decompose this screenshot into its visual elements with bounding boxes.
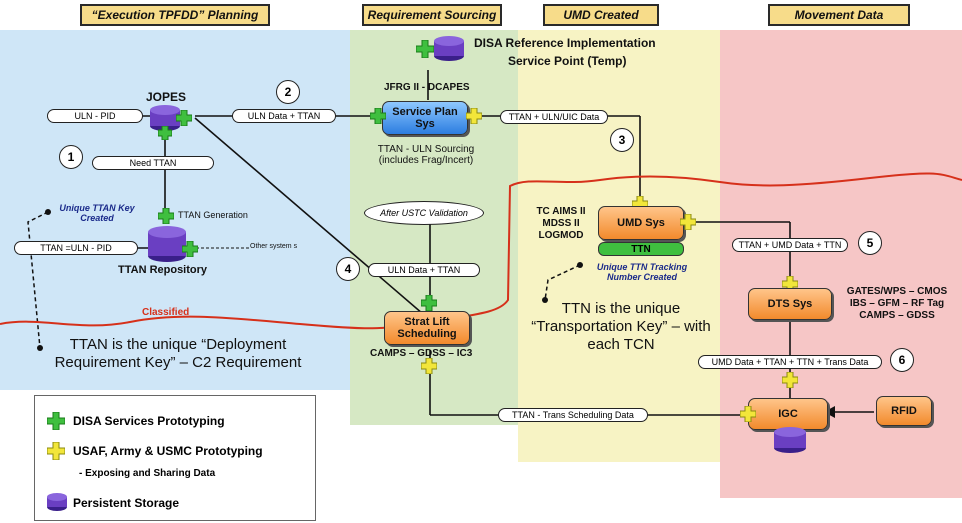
- legend-storage-label: Persistent Storage: [73, 496, 180, 510]
- dts-sys[interactable]: DTS Sys: [748, 288, 832, 320]
- header-sourcing: Requirement Sourcing: [362, 4, 502, 26]
- jopes-plus-icon-2: [157, 125, 173, 145]
- umd-sys[interactable]: UMD Sys: [598, 206, 684, 240]
- umd-yellow-right-icon: [679, 213, 697, 235]
- dts-yellow-bottom-icon: [781, 371, 799, 393]
- pill-ttan-uln-pid: TTAN =ULN - PID: [14, 241, 138, 255]
- pill-uln-data-ttan: ULN Data + TTAN: [232, 109, 336, 123]
- header-planning: “Execution TPFDD” Planning: [80, 4, 270, 26]
- ttan-repository-icon: [146, 224, 188, 269]
- pill-ttan-uln-uic: TTAN + ULN/UIC Data: [500, 110, 608, 124]
- sourcing-zone: [350, 30, 518, 425]
- header-movement: Movement Data: [768, 4, 910, 26]
- strat-lift-caption: CAMPS – GDSS – IC3: [370, 348, 473, 359]
- pill-need-ttan: Need TTAN: [92, 156, 214, 170]
- dashed-ttan-pointer: [27, 211, 49, 349]
- igc-storage-icon: [772, 426, 808, 459]
- pill-ttan-trans-sched: TTAN - Trans Scheduling Data: [498, 408, 648, 422]
- legend-disa-icon: [46, 411, 66, 435]
- disa-ref-line1: DISA Reference Implementation: [474, 36, 656, 50]
- jfrg-label: JFRG II - DCAPES: [384, 82, 470, 93]
- strat-lift-sys[interactable]: Strat Lift Scheduling: [384, 311, 470, 345]
- pill-uln-pid: ULN - PID: [47, 109, 143, 123]
- step-6: 6: [890, 348, 914, 372]
- jopes-plus-icon: [175, 109, 193, 131]
- ttn-bar: TTN: [598, 242, 684, 256]
- rfid-sys[interactable]: RFID: [876, 396, 932, 426]
- line-jopes-stratlift: [194, 117, 431, 321]
- legend: DISA Services Prototyping USAF, Army & U…: [34, 395, 316, 521]
- pill-ttan-umd-ttn: TTAN + UMD Data + TTN: [732, 238, 848, 252]
- legend-storage-icon: [45, 492, 69, 517]
- dts-caption: GATES/WPS – CMOS IBS – GFM – RF Tag CAMP…: [846, 286, 948, 321]
- arrowhead-rfid: [824, 406, 835, 418]
- step-2: 2: [276, 80, 300, 104]
- disa-plus-icon: [415, 39, 435, 63]
- statement-ttan-key: TTAN is the unique “Deployment Requireme…: [54, 336, 302, 371]
- statement-ttn-key: TTN is the unique “Transportation Key” –…: [531, 300, 711, 353]
- service-plan-caption: TTAN - ULN Sourcing (includes Frag/Incer…: [377, 144, 475, 166]
- service-plan-plus-icon: [369, 107, 387, 129]
- igc-yellow-icon: [739, 405, 757, 427]
- dashed-ttn-pointer: [544, 264, 581, 301]
- pill-umd-ttan-ttn-trans: UMD Data + TTAN + TTN + Trans Data: [698, 355, 882, 369]
- disa-storage-icon: [432, 36, 466, 67]
- step-3: 3: [610, 128, 634, 152]
- classified-boundary: [0, 172, 962, 330]
- service-plan-sys[interactable]: Service Plan Sys: [382, 101, 468, 135]
- strat-lift-yellow-icon: [420, 357, 438, 379]
- legend-services-sub: - Exposing and Sharing Data: [79, 468, 216, 479]
- legend-disa-label: DISA Services Prototyping: [73, 414, 225, 428]
- after-ustc-validation: After USTC Validation: [364, 201, 484, 225]
- ttan-repo-plus-icon: [181, 240, 199, 262]
- other-systems-label: Other system s: [250, 243, 298, 250]
- igc-sys[interactable]: IGC: [748, 398, 828, 430]
- pill-uln-data-ttan-2: ULN Data + TTAN: [368, 263, 480, 277]
- ttan-generation-label: TTAN Generation: [178, 210, 248, 220]
- step-4: 4: [336, 257, 360, 281]
- note-unique-ttan: Unique TTAN Key Created: [59, 203, 135, 223]
- step-1: 1: [59, 145, 83, 169]
- service-plan-yellow-icon: [465, 107, 483, 129]
- header-umd: UMD Created: [543, 4, 659, 26]
- ttan-gen-plus-icon: [157, 207, 175, 229]
- legend-services-label: USAF, Army & USMC Prototyping: [73, 444, 263, 458]
- step-5: 5: [858, 231, 882, 255]
- tc-aims-label: TC AIMS II MDSS II LOGMOD: [536, 206, 586, 241]
- note-unique-ttn: Unique TTN Tracking Number Created: [596, 262, 688, 282]
- jopes-label: JOPES: [146, 90, 187, 104]
- legend-services-icon: [46, 441, 66, 465]
- ttan-repository-label: TTAN Repository: [118, 264, 208, 276]
- disa-ref-line2: Service Point (Temp): [508, 54, 627, 68]
- classified-label: Classified: [142, 307, 190, 318]
